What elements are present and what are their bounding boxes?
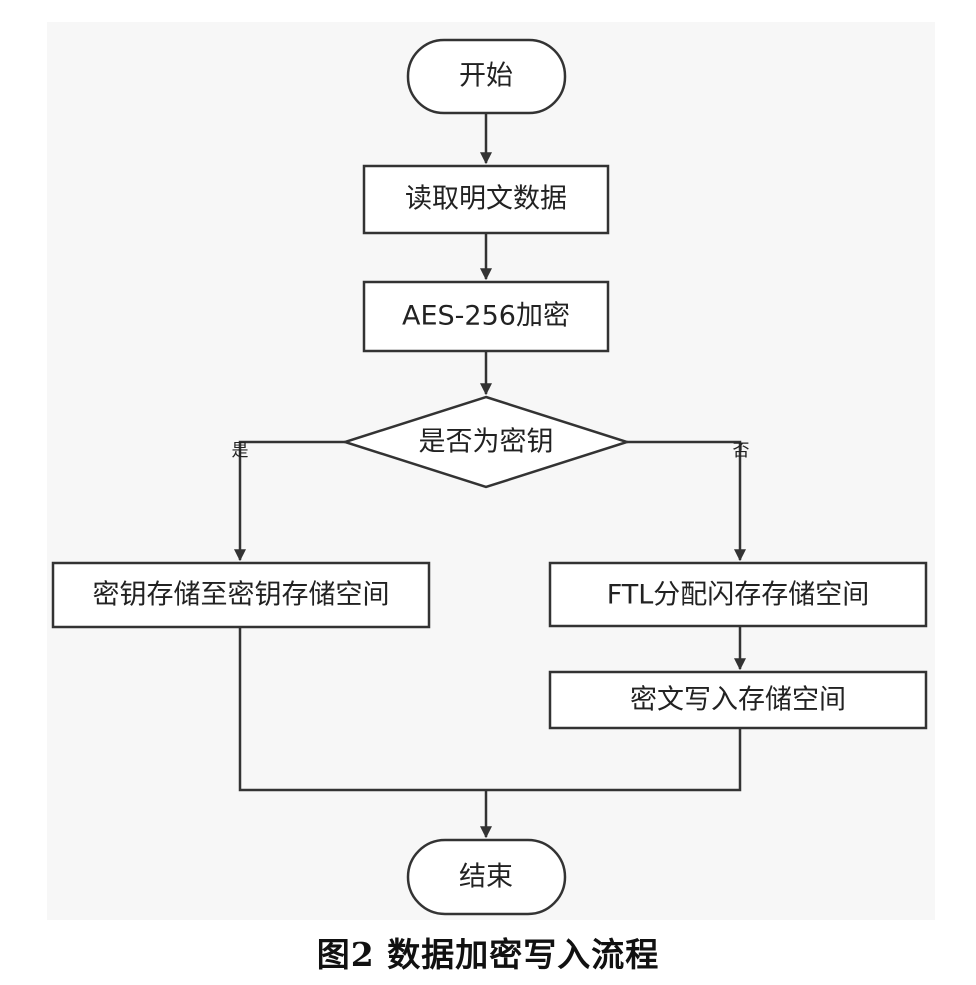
node-end: 结束 xyxy=(406,838,567,916)
node-write-ciphertext: 密文写入存储空间 xyxy=(548,670,928,730)
aes-encrypt-label: AES-256加密 xyxy=(402,301,570,332)
process-box xyxy=(548,670,928,730)
terminator-shape xyxy=(406,838,567,916)
node-read-plaintext: 读取明文数据 xyxy=(362,164,610,235)
edge-decision-yes xyxy=(234,440,345,562)
process-box xyxy=(548,561,928,628)
terminator-shape xyxy=(406,38,567,115)
node-aes-encrypt: AES-256加密 xyxy=(362,280,610,353)
flowchart-diagram: 开始 读取明文数据 AES-256加密 是否为密钥 密钥存储至密钥存储空间 FT… xyxy=(51,38,928,916)
ftl-allocate-label: FTL分配闪存存储空间 xyxy=(607,580,870,611)
node-store-key: 密钥存储至密钥存储空间 xyxy=(51,561,431,629)
process-box xyxy=(362,164,610,235)
edge-label-yes: 是 xyxy=(232,441,249,461)
store-key-label: 密钥存储至密钥存储空间 xyxy=(93,580,390,611)
node-ftl-allocate: FTL分配闪存存储空间 xyxy=(548,561,928,628)
process-box xyxy=(362,280,610,353)
node-start: 开始 xyxy=(406,38,567,115)
start-label: 开始 xyxy=(459,61,513,92)
connectors xyxy=(234,113,746,839)
decision-label: 是否为密钥 xyxy=(419,427,554,458)
node-is-key-decision: 是否为密钥 xyxy=(340,395,632,489)
write-ciphertext-label: 密文写入存储空间 xyxy=(630,685,846,716)
read-plaintext-label: 读取明文数据 xyxy=(405,184,567,215)
edge-store-key-merge xyxy=(238,627,742,792)
figure-caption: 图2 数据加密写入流程 xyxy=(316,935,660,974)
decision-diamond xyxy=(340,395,632,489)
process-box xyxy=(51,561,431,629)
edge-label-no: 否 xyxy=(733,441,750,461)
edge-decision-no xyxy=(627,440,746,562)
end-label: 结束 xyxy=(459,862,513,893)
